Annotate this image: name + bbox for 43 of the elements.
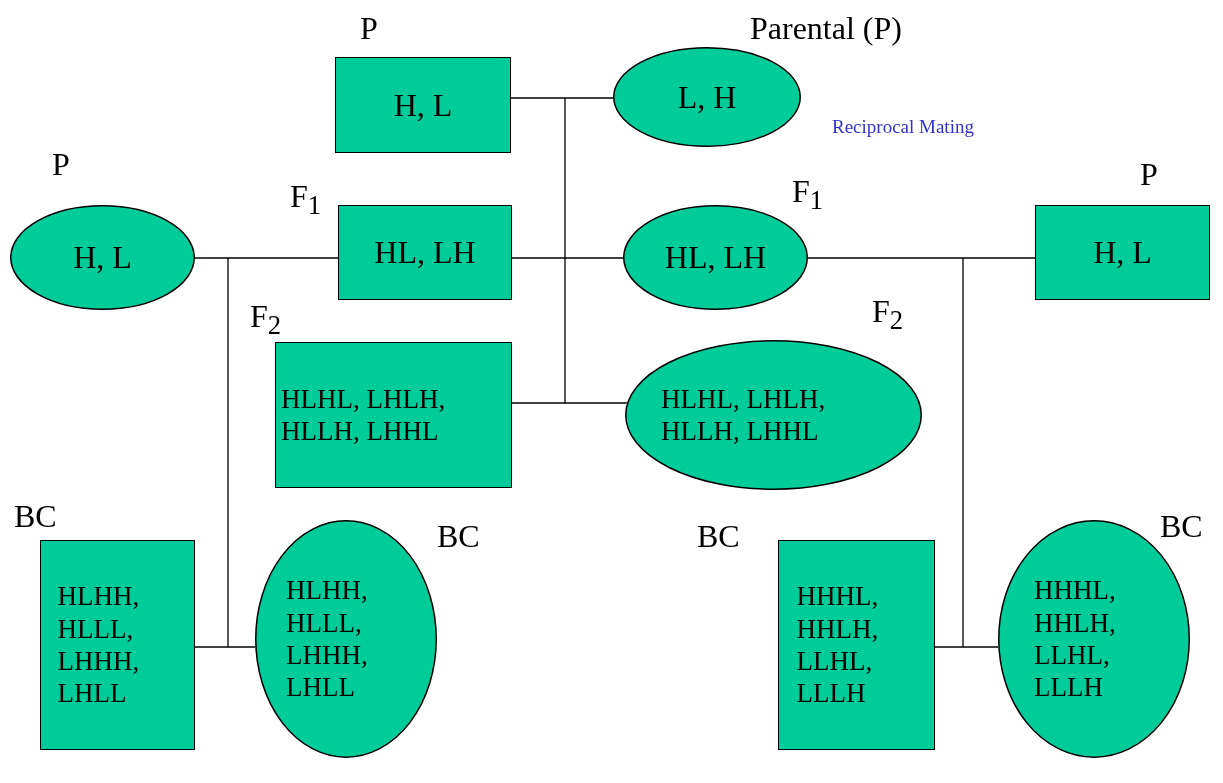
generation-label: BC (1160, 510, 1203, 542)
genotype-text: HHHL, HHLH, LLHL, LLLH (1034, 574, 1117, 704)
generation-label: F$_{1}$ (290, 180, 322, 220)
genotype-box (338, 205, 512, 300)
genotype-box (40, 540, 195, 750)
generation-label: F$_{2}$ (872, 295, 904, 335)
mating-line (194, 646, 256, 648)
generation-label: P (360, 12, 378, 44)
generation-label: BC (697, 520, 740, 552)
genotype-box (335, 57, 511, 153)
generation-label: F$_{1}$ (792, 175, 824, 215)
genotype-text: H, L (72, 238, 133, 277)
mating-line (934, 646, 999, 648)
mating-line (807, 257, 1036, 259)
genotype-text: HLHL, LHLH, HLLH, LHHL (661, 382, 827, 448)
genotype-text: H, L (392, 85, 454, 125)
genotype-ellipse (613, 47, 801, 147)
note-text: Reciprocal Mating (832, 116, 974, 138)
genotype-text: HLHH, HLLL, LHHH, LHLL (286, 574, 369, 704)
genotype-text: HLHL, LHLH, HLLH, LHHL (281, 382, 447, 448)
genotype-ellipse (623, 205, 808, 310)
generation-label: P (1140, 158, 1158, 190)
genotype-ellipse (255, 520, 437, 758)
genotype-text: HL, LH (373, 233, 477, 272)
genotype-text: HLHH, HLLL, LHHH, LHLL (57, 580, 141, 710)
genotype-box (778, 540, 935, 750)
genotype-text: H, L (1092, 233, 1153, 272)
mating-line (194, 257, 339, 259)
mating-line (511, 257, 624, 259)
genotype-ellipse (10, 205, 195, 310)
genotype-text: L, H (676, 77, 738, 117)
generation-label: P (52, 148, 70, 180)
generation-label: BC (437, 520, 480, 552)
genotype-box (1035, 205, 1210, 300)
generation-label: BC (14, 500, 57, 532)
generation-label: F$_{2}$ (250, 300, 282, 340)
genotype-text: HHHL, HHLH, LLHL, LLLH (796, 580, 880, 710)
mating-line (511, 402, 628, 404)
generation-label: Parental (P) (750, 12, 902, 44)
genotype-ellipse (625, 340, 922, 490)
genotype-text: HL, LH (663, 238, 768, 277)
mating-line (510, 97, 614, 99)
genotype-box (275, 342, 512, 488)
